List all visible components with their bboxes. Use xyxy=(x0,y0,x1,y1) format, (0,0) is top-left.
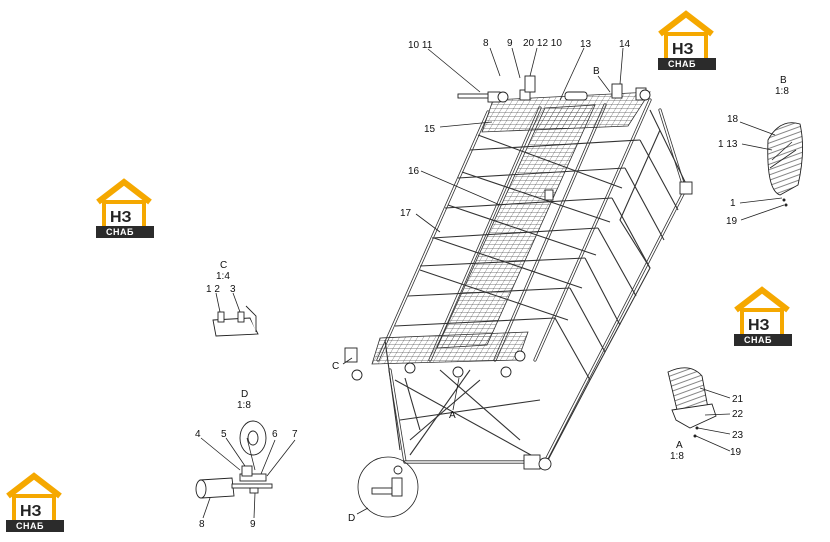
view-D-label-6: 6 xyxy=(272,429,278,440)
callout-15: 15 xyxy=(424,124,436,135)
logo-mark: НЗ xyxy=(748,317,770,334)
view-D-scale: 1:8 xyxy=(237,400,251,411)
view-D-label-7: 7 xyxy=(292,429,298,440)
logo-text: СНАБ xyxy=(744,335,772,345)
truss-section xyxy=(344,75,693,518)
leader-lines xyxy=(342,47,624,515)
view-A-label-19: 19 xyxy=(730,447,742,458)
view-D-label-4: 4 xyxy=(195,429,201,440)
view-B-title: B xyxy=(780,75,787,86)
logo-text: СНАБ xyxy=(668,59,696,69)
callout-A: A xyxy=(449,410,456,421)
view-B-label-18: 18 xyxy=(727,114,739,125)
view-D-title: D xyxy=(241,389,248,400)
view-B-label-1-13: 1 13 xyxy=(718,139,738,150)
logo-watermark-mid-left: НЗ СНАБ xyxy=(96,178,154,238)
logo-watermark-mid-right: НЗ СНАБ xyxy=(734,286,792,346)
callout-C: C xyxy=(332,361,339,372)
view-A: 21 22 23 19 A 1:8 xyxy=(667,367,744,462)
view-B-scale: 1:8 xyxy=(775,86,789,97)
logo-mark: НЗ xyxy=(672,41,694,58)
callout-20-12-10: 20 12 10 xyxy=(523,38,562,49)
view-D-label-8: 8 xyxy=(199,519,205,530)
view-B: B 1:8 18 1 13 1 19 xyxy=(718,75,803,227)
logo-text: СНАБ xyxy=(106,227,134,237)
callout-10-11: 10 11 xyxy=(408,40,433,51)
callout-17: 17 xyxy=(400,208,412,219)
view-B-label-1: 1 xyxy=(730,198,736,209)
logo-watermark-bottom-left: НЗ СНАБ xyxy=(6,472,64,532)
view-C-scale: 1:4 xyxy=(216,271,230,282)
view-D-label-9: 9 xyxy=(250,519,256,530)
view-C-label-3: 3 xyxy=(230,284,236,295)
view-A-label-21: 21 xyxy=(732,394,744,405)
logo-watermark-top-right: НЗ СНАБ xyxy=(658,10,716,70)
callout-D: D xyxy=(348,513,355,524)
view-A-scale: 1:8 xyxy=(670,451,684,462)
view-C-label-1-2: 1 2 xyxy=(206,284,220,295)
view-D-label-5: 5 xyxy=(221,429,227,440)
view-A-label-22: 22 xyxy=(732,409,744,420)
callout-8: 8 xyxy=(483,38,489,49)
view-C: C 1:4 1 2 3 xyxy=(206,260,259,337)
logo-mark: НЗ xyxy=(110,209,132,226)
callout-16: 16 xyxy=(408,166,420,177)
view-C-title: C xyxy=(220,260,227,271)
logo-mark: НЗ xyxy=(20,503,42,520)
callout-B: B xyxy=(593,66,600,77)
callout-13: 13 xyxy=(580,39,592,50)
callout-14: 14 xyxy=(619,39,631,50)
logo-text: СНАБ xyxy=(16,521,44,531)
view-A-title: A xyxy=(676,440,683,451)
view-B-label-19: 19 xyxy=(726,216,738,227)
view-A-label-23: 23 xyxy=(732,430,744,441)
view-D: D 1:8 4 5 6 7 8 9 xyxy=(195,389,298,530)
callout-9: 9 xyxy=(507,38,513,49)
